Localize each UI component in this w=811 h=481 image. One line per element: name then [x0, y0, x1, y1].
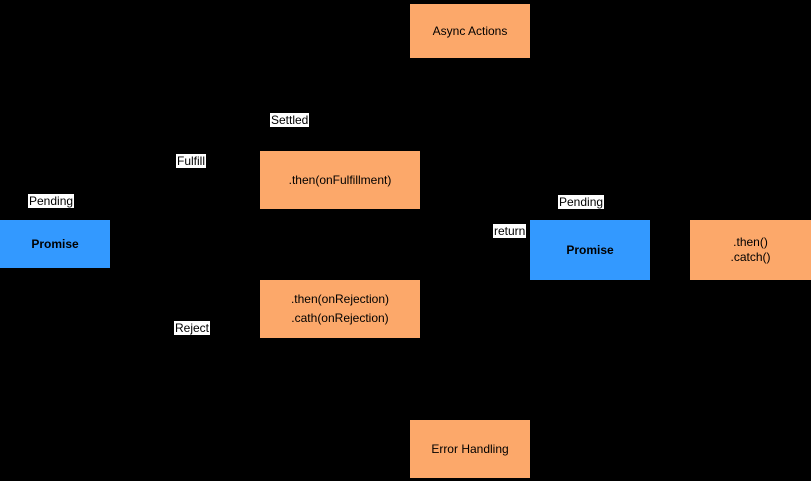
label-return: return	[493, 224, 527, 238]
node-error-handling: Error Handling	[410, 420, 530, 478]
node-promise-right-label: Promise	[566, 242, 614, 257]
label-fulfill: Fulfill	[176, 154, 207, 168]
label-pending-right: Pending	[558, 195, 605, 209]
node-promise-left-label: Promise	[31, 236, 79, 251]
label-pending-left: Pending	[28, 194, 75, 208]
label-settled: Settled	[270, 113, 310, 127]
node-then-onrejection-line2: .cath(onRejection)	[291, 311, 389, 325]
node-error-handling-label: Error Handling	[431, 441, 509, 456]
label-reject: Reject	[174, 321, 211, 335]
node-then-onrejection: .then(onRejection) .cath(onRejection)	[260, 280, 420, 338]
node-then-onfulfillment-label: .then(onFulfillment)	[288, 172, 392, 187]
node-then-catch-line2: .catch()	[730, 250, 771, 264]
node-then-onfulfillment: .then(onFulfillment)	[260, 151, 420, 209]
node-promise-right: Promise	[530, 220, 650, 280]
node-promise-left: Promise	[0, 220, 110, 268]
node-then-onrejection-line1: .then(onRejection)	[290, 292, 390, 306]
node-then-catch-line1: .then()	[733, 235, 768, 249]
node-async-actions: Async Actions	[410, 4, 530, 58]
node-async-actions-label: Async Actions	[432, 23, 508, 38]
node-then-catch: .then() .catch()	[690, 220, 811, 280]
